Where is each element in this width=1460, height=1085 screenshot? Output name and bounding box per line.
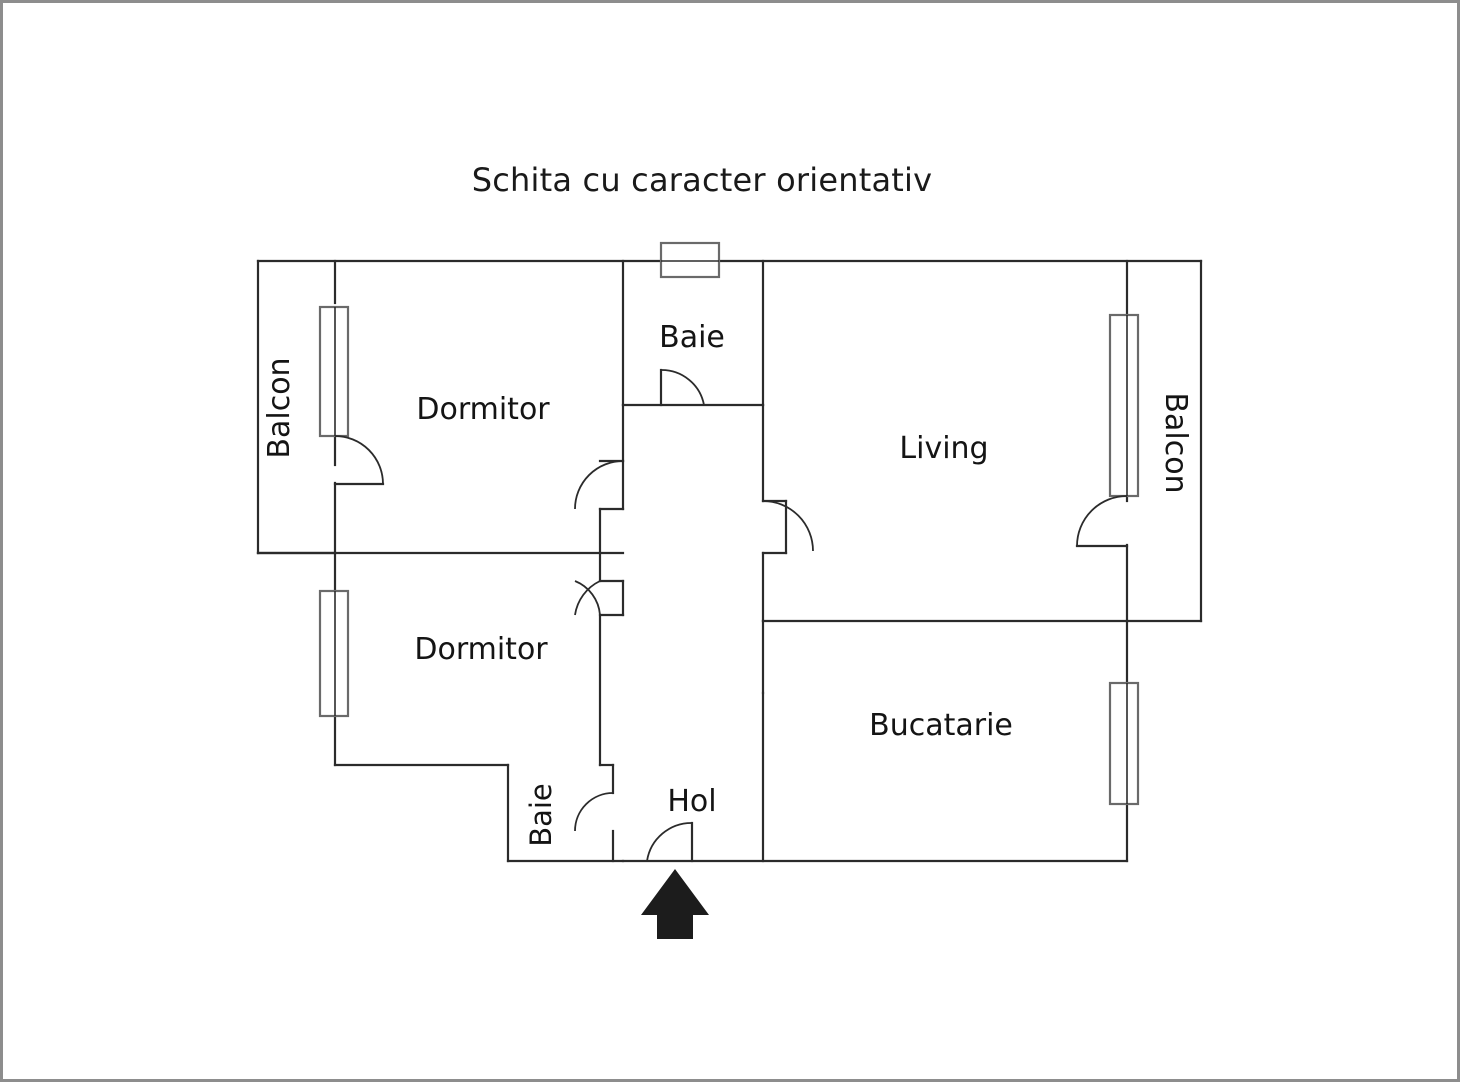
room-label-dormitor-top: Dormitor [416, 392, 550, 427]
room-label-dormitor-bottom: Dormitor [414, 632, 548, 667]
window-group [318, 241, 1140, 806]
door-dormitor-bottom [574, 580, 601, 616]
door-dormitor-bottom-a [574, 580, 601, 616]
room-label-baie-bottom: Baie [524, 783, 558, 847]
room-label-bucatarie: Bucatarie [869, 708, 1013, 743]
window-bucatarie [1108, 681, 1140, 806]
door-baie-bottom [574, 792, 614, 832]
room-label-baie-top: Baie [659, 320, 725, 355]
page-title: Schita cu caracter orientativ [471, 161, 933, 199]
room-label-living: Living [899, 431, 988, 466]
door-group [333, 368, 1129, 863]
door-baie-top [660, 369, 705, 406]
room-label-balcon-left: Balcon [262, 357, 297, 458]
door-balcon-right [1076, 495, 1128, 547]
room-label-hol: Hol [667, 784, 716, 819]
wall-group-outer [256, 259, 1203, 863]
door-living [762, 500, 814, 552]
floor-plan-drawing: Balcon Dormitor Baie Living Balcon Dormi… [256, 241, 1203, 939]
window-dormitor-bottom [318, 589, 350, 718]
door-entrance [646, 822, 693, 862]
window-baie-top [659, 241, 721, 279]
room-label-balcon-right: Balcon [1158, 392, 1193, 493]
door-balcon-left [334, 435, 384, 485]
window-living-balcony [1108, 313, 1140, 498]
entrance-arrow [641, 869, 709, 939]
room-label-group: Balcon Dormitor Baie Living Balcon Dormi… [262, 320, 1193, 847]
window-dormitor-top [318, 305, 350, 438]
door-dormitor-top [574, 460, 624, 510]
